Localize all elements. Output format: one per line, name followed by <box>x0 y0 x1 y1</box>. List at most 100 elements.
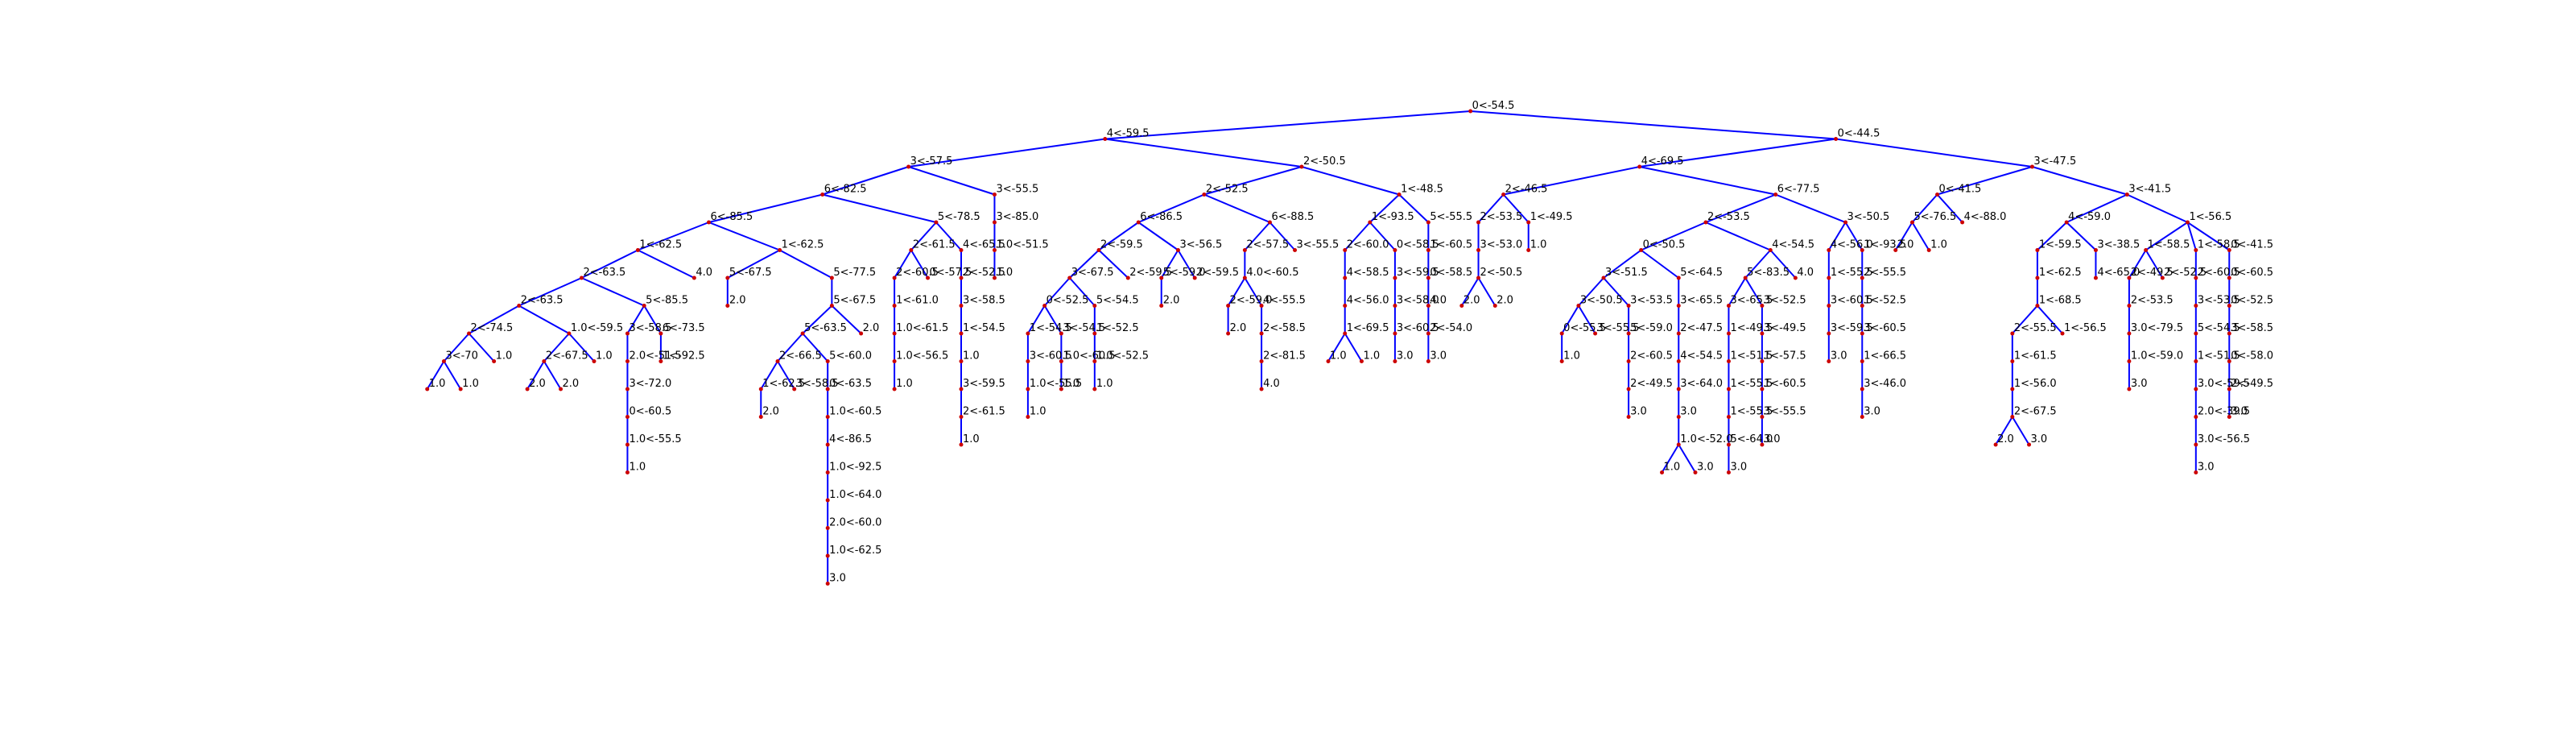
node-marker <box>800 331 805 336</box>
tree-edge <box>1728 277 1747 307</box>
tree-node: 2<-59.5 <box>1192 267 1239 280</box>
tree-edge <box>581 249 638 279</box>
node-label: 0<-50.5 <box>1643 239 1686 251</box>
tree-node: 3<-54.5 <box>1059 322 1105 336</box>
tree-edge <box>1894 222 1913 251</box>
tree-edge <box>1995 416 2013 445</box>
tree-node: 1.0 <box>959 350 980 363</box>
node-marker <box>1267 220 1272 225</box>
node-marker <box>2093 248 2098 252</box>
node-label: 3.0 <box>1864 406 1880 418</box>
node-label: 2<-67.5 <box>546 350 588 362</box>
node-label: 2<-60.0 <box>1347 239 1389 251</box>
tree-edge <box>2012 304 2038 334</box>
node-label: 2<-60.5 <box>1630 350 1673 362</box>
tree-edge <box>643 304 662 334</box>
node-marker <box>1860 331 1864 336</box>
node-marker <box>1760 387 1765 391</box>
node-marker <box>1426 359 1430 363</box>
node-marker <box>2064 220 2069 225</box>
node-marker <box>1259 331 1264 336</box>
node-label: 2<-50.5 <box>1303 155 1346 168</box>
node-label: 0<-58.0 <box>2231 350 2273 362</box>
tree-node: 3<-72.0 <box>625 378 671 391</box>
tree-edge <box>1470 110 1836 140</box>
tree-node: 2<-60.5 <box>1626 350 1673 363</box>
tree-node: 4<-54.5 <box>1676 350 1723 363</box>
tree-node: 3<-38.5 <box>2093 239 2140 252</box>
node-label: 5<-78.5 <box>938 211 980 223</box>
node-marker <box>2227 275 2231 280</box>
node-marker <box>1760 442 1765 447</box>
node-label: 2<-74.5 <box>471 322 514 334</box>
node-label: 2<-54.0 <box>1430 322 1472 334</box>
node-marker <box>892 304 897 308</box>
node-marker <box>778 248 782 252</box>
tree-node: 2<-59.0 <box>1226 295 1272 308</box>
tree-node: 3<-59.5 <box>1393 267 1439 280</box>
node-label: 1.0 <box>896 378 913 390</box>
tree-edge <box>637 249 695 279</box>
node-label: 2<-60.5 <box>896 267 939 279</box>
tree-node: 1<-92.5 <box>658 350 705 363</box>
node-label: 2<-61.5 <box>913 239 956 251</box>
tree-edge <box>1068 277 1096 307</box>
node-marker <box>725 304 730 308</box>
node-marker <box>2010 359 2015 363</box>
node-marker <box>1393 275 1397 280</box>
node-label: 1.0<-51.5 <box>996 239 1048 251</box>
node-label: 4<-65.5 <box>963 239 1005 251</box>
tree-node: 1.0 <box>1926 239 1947 252</box>
tree-node: 3<-49.5 <box>1760 322 1806 336</box>
tree-node: 1<-93.5 <box>1368 211 1414 225</box>
node-label: 4<-65.0 <box>2097 267 2140 279</box>
tree-node: 2<-63.5 <box>517 295 564 308</box>
tree-node: 3<-41.5 <box>2124 184 2171 197</box>
node-label: 6<-88.5 <box>1271 211 1314 223</box>
tree-node: 2<-47.5 <box>1676 322 1723 336</box>
tree-edge <box>708 193 823 223</box>
node-label: 3.0<-59.5 <box>2198 378 2250 390</box>
tree-node: 0<-41.5 <box>1935 184 1981 197</box>
tree-edge <box>2066 193 2128 223</box>
node-marker <box>1492 304 1497 308</box>
node-marker <box>959 387 964 391</box>
node-marker <box>1259 387 1264 391</box>
node-label: 3<-60.5 <box>1831 295 1873 307</box>
tree-node: 2<-60.5 <box>2194 267 2240 280</box>
node-marker <box>2227 248 2231 252</box>
tree-node: 1.0 <box>1559 350 1580 363</box>
node-label: 3.0 <box>1730 462 1747 474</box>
tree-edge <box>910 249 929 279</box>
node-marker <box>1827 304 1831 308</box>
node-label: 5<-67.5 <box>833 295 876 307</box>
tree-node: 3.0 <box>1827 350 1847 363</box>
node-label: 4.0 <box>1797 267 1814 279</box>
tree-node: 4<-55.5 <box>1259 295 1306 308</box>
node-label: 2<-67.5 <box>2014 406 2057 418</box>
tree-node: 0<-58.5 <box>1426 267 1472 280</box>
tree-node: 1.0<-60.5 <box>825 406 881 419</box>
node-marker <box>625 387 630 391</box>
node-marker <box>1676 442 1681 447</box>
tree-node: 1.0 <box>992 267 1013 280</box>
node-marker <box>825 359 830 363</box>
tree-node: 5<-55.5 <box>1426 211 1472 225</box>
node-marker <box>1226 331 1231 336</box>
tree-node: 1<-93.5 <box>1860 239 1906 252</box>
tree-node: 3.0 <box>1726 462 1747 474</box>
tree-node: 5<-54.5 <box>1092 295 1139 308</box>
node-label: 3<-60.5 <box>1030 350 1072 362</box>
tree-edge <box>908 138 1105 168</box>
tree-node: 1<-51.5 <box>2194 350 2240 363</box>
node-marker <box>1175 248 1180 252</box>
node-label: 5<-59.0 <box>1163 267 1206 279</box>
node-label: 1<-57.5 <box>1764 350 1806 362</box>
node-label: 3<-46.0 <box>1864 378 1906 390</box>
node-label: 3.0 <box>1430 350 1447 362</box>
node-label: 2<-61.5 <box>963 406 1005 418</box>
node-marker <box>829 275 834 280</box>
node-marker <box>2194 248 2198 252</box>
tree-node: 3<-58.5 <box>959 295 1005 308</box>
tree-edge <box>935 222 962 251</box>
